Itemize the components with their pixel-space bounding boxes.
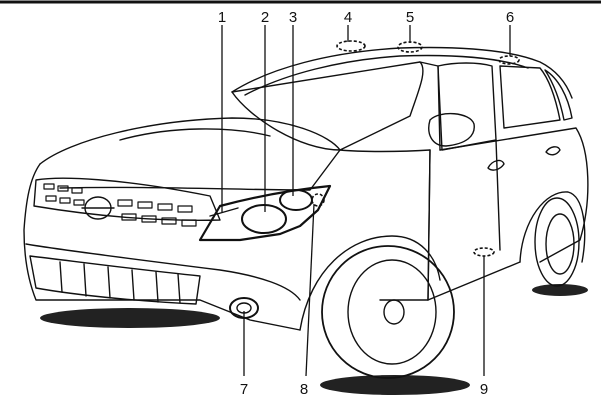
front-rim xyxy=(347,259,437,365)
callout-number-2: 2 xyxy=(261,9,269,26)
front-tire xyxy=(321,245,455,379)
quarter-window xyxy=(544,69,573,121)
rear-door-handle xyxy=(545,146,561,156)
high-beam-lens xyxy=(279,189,313,211)
callout-number-8: 8 xyxy=(300,381,308,398)
roof-outline xyxy=(231,46,573,99)
front-fascia xyxy=(23,163,301,331)
body-side xyxy=(439,127,589,263)
side-mirror xyxy=(428,113,475,147)
rocker-line xyxy=(427,261,521,301)
callout-number-6: 6 xyxy=(506,9,514,26)
vehicle-illustration xyxy=(23,46,589,395)
roof-inner-line xyxy=(244,54,529,96)
callout-number-1: 1 xyxy=(218,9,226,26)
rear-tire xyxy=(534,197,580,287)
intake-bars xyxy=(59,261,181,304)
hood xyxy=(39,117,341,191)
callout-number-3: 3 xyxy=(289,9,297,26)
front-wheel-arch xyxy=(299,235,441,331)
rear-wheel-arch xyxy=(519,191,586,263)
callout-number-7: 7 xyxy=(240,381,248,398)
hood-center-line xyxy=(119,128,271,141)
front-hub xyxy=(383,299,405,325)
grille-slats xyxy=(43,183,197,227)
side-marker-outline xyxy=(473,247,495,257)
dashed-lamp-outlines xyxy=(311,40,520,257)
front-wheel-shadow xyxy=(320,375,470,395)
map-lamp-outline xyxy=(336,40,366,52)
front-door-edge xyxy=(495,139,501,251)
rear-wheel-shadow xyxy=(532,284,588,296)
callout-number-5: 5 xyxy=(406,9,414,26)
leader-line-8 xyxy=(305,203,315,377)
lower-intake xyxy=(29,255,201,305)
callout-number-9: 9 xyxy=(480,381,488,398)
windshield xyxy=(231,61,424,151)
low-beam-lens xyxy=(241,204,287,234)
rear-rim xyxy=(545,213,575,275)
leader-lines xyxy=(221,25,511,377)
turn-signal-strip xyxy=(209,207,239,217)
front-door-handle xyxy=(487,159,505,171)
grille-outline xyxy=(33,177,221,221)
fender-front xyxy=(339,149,431,301)
lower-bumper xyxy=(25,243,301,301)
callout-labels: 1 2 3 4 5 6 7 8 9 xyxy=(218,9,514,398)
callout-number-4: 4 xyxy=(344,9,352,26)
side-turn-outline xyxy=(311,193,325,207)
bumper-shadow xyxy=(40,308,220,328)
side-rear-window xyxy=(499,65,561,129)
high-mount-stop-outline xyxy=(498,55,520,65)
side-front-window xyxy=(437,62,497,151)
